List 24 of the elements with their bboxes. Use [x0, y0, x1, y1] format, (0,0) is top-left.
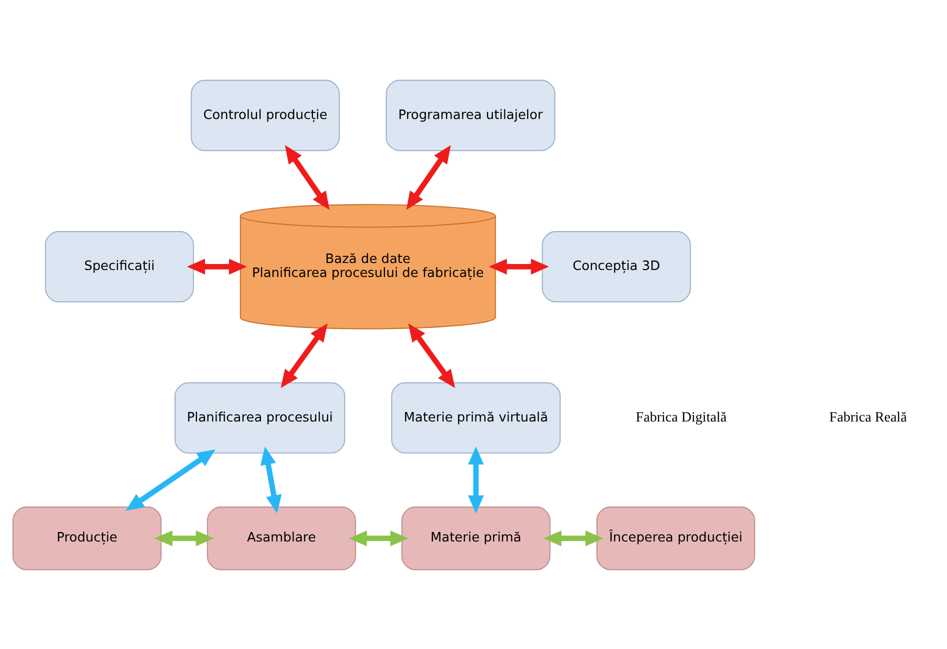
arrow — [260, 446, 282, 513]
arrow — [468, 446, 484, 513]
arrow — [543, 530, 604, 546]
arrow — [285, 144, 330, 210]
node-box: Programarea utilajelor — [386, 79, 556, 151]
arrow — [406, 144, 451, 210]
node-box: Materie primă — [401, 506, 550, 570]
arrow — [126, 448, 216, 510]
label: Fabrica Digitală — [636, 409, 727, 426]
node-box: Începerea producției — [596, 506, 756, 570]
node-box: Planificarea procesului — [174, 382, 346, 454]
arrow — [154, 530, 214, 546]
arrow — [348, 530, 408, 546]
node-box: Concepția 3D — [542, 230, 691, 302]
node-box: Producție — [12, 506, 162, 570]
label: Fabrica Reală — [829, 409, 907, 426]
node-box: Specificații — [44, 230, 194, 302]
node-box: Controlul producție — [190, 79, 340, 151]
arrow — [186, 258, 248, 274]
arrow — [280, 322, 328, 388]
arrow — [488, 258, 549, 274]
node-box: Materie primă virtuală — [391, 382, 561, 454]
node-box: Asamblare — [206, 506, 356, 570]
arrow — [408, 322, 456, 388]
